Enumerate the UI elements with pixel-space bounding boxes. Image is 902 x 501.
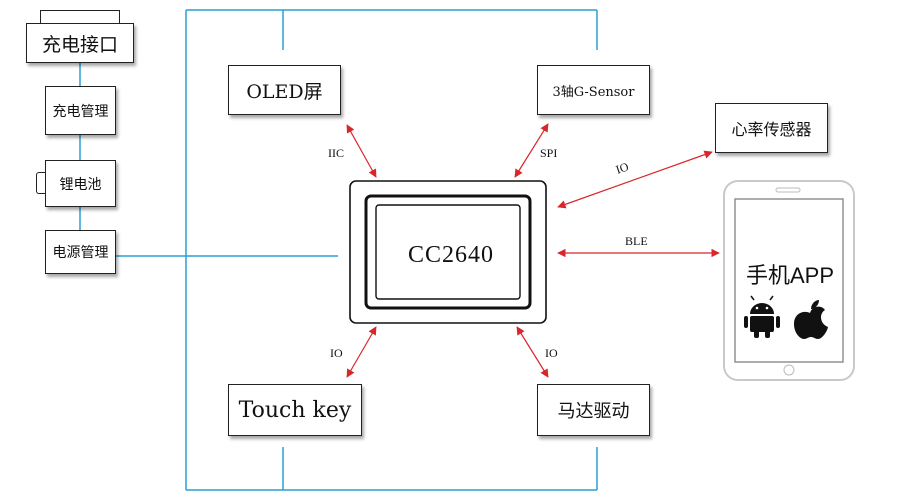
signal-arrows — [346, 123, 720, 378]
bus-lines — [79, 9, 598, 491]
arrow-iic — [346, 124, 377, 178]
android-icon — [744, 295, 780, 338]
battery-terminal — [36, 172, 45, 194]
motor-driver-box: 马达驱动 — [537, 384, 650, 436]
phone-speaker — [775, 187, 801, 193]
apple-icon — [794, 300, 828, 339]
power-management-box: 电源管理 — [45, 230, 116, 274]
heart-sensor-label: 心率传感器 — [731, 120, 812, 139]
charging-port-label: 充电接口 — [41, 33, 118, 56]
charging-management-label: 充电管理 — [52, 103, 109, 120]
touch-key-box: Touch key — [228, 384, 362, 436]
charging-management-box: 充电管理 — [45, 86, 116, 135]
link-label-iic: IIC — [328, 146, 344, 160]
phone-app-label: 手机APP — [745, 263, 835, 288]
mcu-inner-frame-2 — [375, 204, 521, 300]
motor-driver-label: 马达驱动 — [557, 401, 630, 422]
touch-key-label: Touch key — [238, 397, 352, 423]
li-battery-box: 锂电池 — [45, 160, 116, 207]
mcu-label: CC2640 — [407, 241, 494, 268]
link-label-spi: SPI — [540, 146, 558, 160]
link-label-io-touch: IO — [330, 346, 343, 360]
li-battery-label: 锂电池 — [59, 176, 102, 193]
arrow-io-touch — [346, 326, 377, 378]
heart-sensor-box: 心率传感器 — [715, 103, 828, 153]
mcu-chip — [349, 180, 547, 324]
power-management-label: 电源管理 — [52, 245, 109, 261]
charging-port-box: 充电接口 — [26, 23, 134, 63]
oled-box: OLED屏 — [228, 65, 341, 115]
phone — [723, 180, 855, 381]
link-label-io-motor: IO — [545, 346, 558, 360]
link-label-ble: BLE — [625, 234, 648, 248]
gsensor-label: 3轴G-Sensor — [552, 84, 635, 100]
gsensor-box: 3轴G-Sensor — [537, 65, 650, 115]
phone-home-button — [783, 364, 795, 376]
charging-port-plug — [40, 10, 120, 23]
arrow-io-heart — [557, 150, 713, 209]
arrow-io-motor — [516, 326, 549, 378]
phone-screen — [734, 198, 844, 363]
oled-label: OLED屏 — [246, 80, 323, 103]
arrow-spi — [514, 123, 549, 178]
